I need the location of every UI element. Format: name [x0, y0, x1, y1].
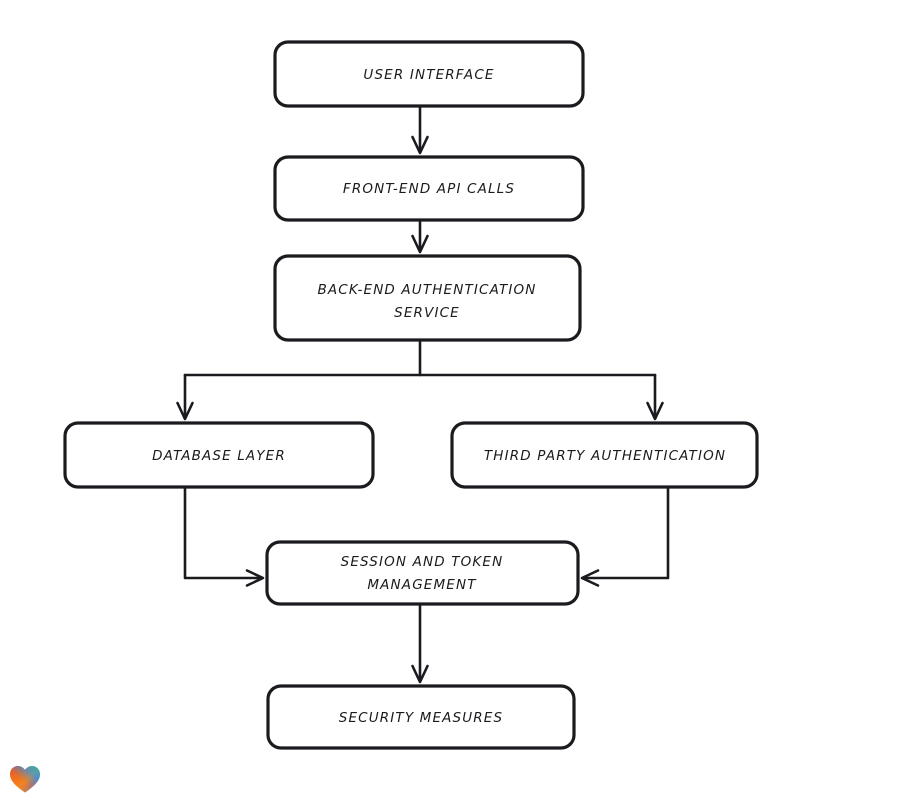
node-back-end-authentication-service-shape [273, 254, 582, 342]
node-database-layer-shape [63, 421, 375, 489]
node-front-end-api-calls-shape [273, 155, 585, 222]
edge-ui-to-api [411, 104, 429, 155]
edge-backend-to-database [176, 373, 194, 421]
edge-database-to-session [183, 485, 265, 587]
node-user-interface-shape [273, 40, 585, 108]
edge-backend-to-thirdparty [646, 373, 664, 421]
node-user-interface-label: USER INTERFACE [363, 67, 494, 83]
edge-api-to-backend [411, 218, 429, 254]
heart-icon-glyph [10, 766, 40, 793]
node-security-measures-label: SECURITY MEASURES [339, 710, 503, 726]
node-session-and-token-management-label-line1: SESSION AND TOKEN [341, 554, 504, 570]
node-third-party-authentication-shape [450, 421, 759, 489]
node-session-and-token-management-label-line2: MANAGEMENT [367, 577, 477, 593]
edges-layer [176, 104, 670, 684]
node-back-end-authentication-service-label-line1: BACK-END AUTHENTICATION [317, 282, 536, 298]
node-session-and-token-management[interactable]: SESSION AND TOKEN MANAGEMENT [265, 540, 580, 606]
edge-session-to-security [411, 602, 429, 684]
node-database-layer[interactable]: DATABASE LAYER [63, 421, 375, 489]
node-front-end-api-calls-label: FRONT-END API CALLS [343, 181, 515, 197]
edge-backend-split [183, 338, 657, 377]
node-back-end-authentication-service-label-line2: SERVICE [394, 305, 460, 321]
node-front-end-api-calls[interactable]: FRONT-END API CALLS [273, 155, 585, 222]
edge-thirdparty-to-session [580, 485, 670, 587]
node-third-party-authentication-label: THIRD PARTY AUTHENTICATION [484, 448, 726, 464]
node-third-party-authentication[interactable]: THIRD PARTY AUTHENTICATION [450, 421, 759, 489]
node-database-layer-label: DATABASE LAYER [152, 448, 286, 464]
node-back-end-authentication-service[interactable]: BACK-END AUTHENTICATION SERVICE [273, 254, 582, 342]
heart-icon [8, 762, 42, 796]
node-session-and-token-management-shape [265, 540, 580, 606]
node-security-measures-shape [266, 684, 576, 750]
node-user-interface[interactable]: USER INTERFACE [273, 40, 585, 108]
node-security-measures[interactable]: SECURITY MEASURES [266, 684, 576, 750]
nodes-layer: USER INTERFACE FRONT-END API CALLS BACK-… [63, 40, 759, 750]
